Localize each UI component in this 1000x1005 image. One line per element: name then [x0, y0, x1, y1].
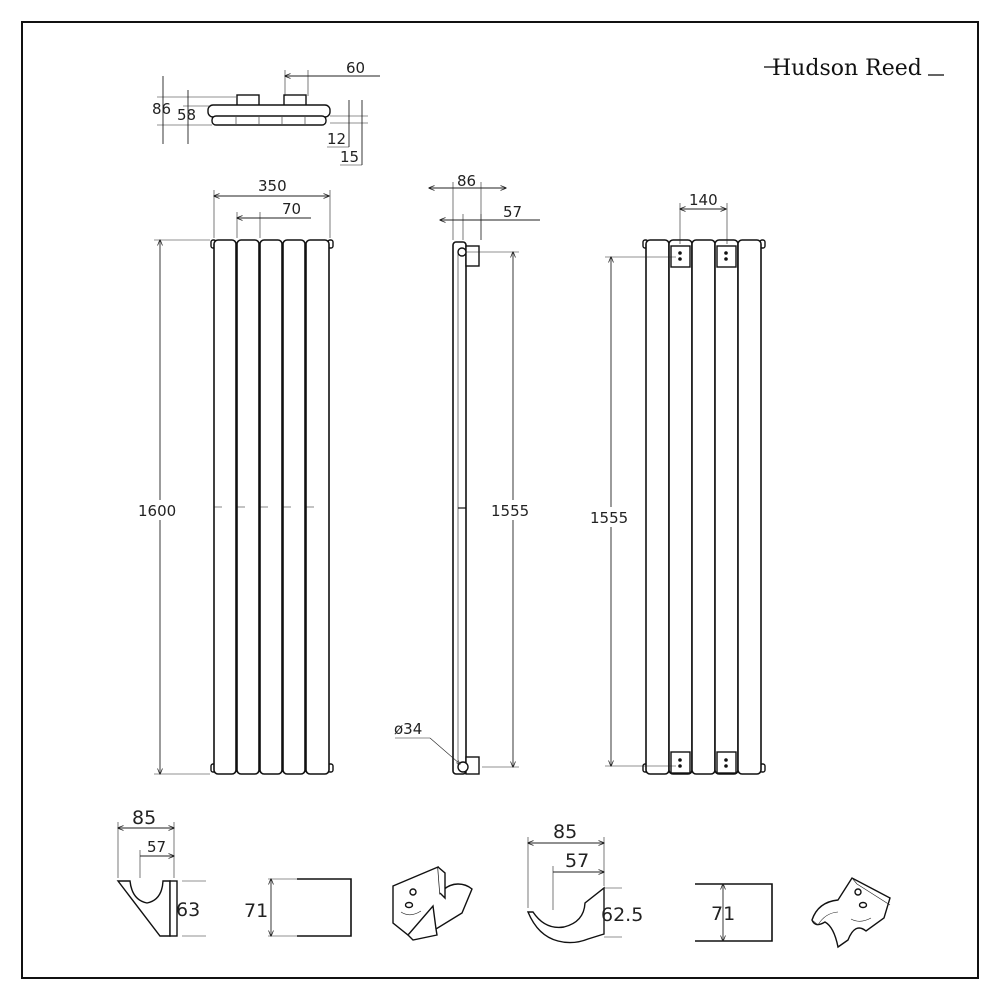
dim-top-gap-a: 12 [327, 130, 346, 148]
dim-top-depth-total: 86 [152, 100, 171, 118]
bracket-b-side: 85 57 62.5 [526, 821, 643, 944]
dim-front-width: 350 [258, 177, 287, 195]
brand-logo-text: Hudson Reed [772, 56, 922, 81]
bracket-a-plate: 71 [244, 878, 352, 937]
dim-bracket-a-plate-height: 71 [244, 900, 268, 922]
bracket-b-plate: 71 [695, 883, 773, 942]
dim-bracket-b-depth-inner: 57 [565, 850, 589, 872]
dim-bracket-b-depth-total: 85 [553, 821, 577, 843]
bracket-a-isometric [392, 865, 473, 941]
radiator-side-profile [452, 241, 480, 775]
dim-rear-height: 1555 [590, 509, 628, 527]
dim-side-depth-bracket: 57 [503, 203, 522, 221]
dim-top-depth-panel: 58 [177, 106, 196, 124]
dim-bracket-a-depth-total: 85 [132, 807, 156, 829]
dim-bracket-a-height: 63 [176, 899, 200, 921]
dim-bracket-a-depth-inner: 57 [147, 838, 166, 856]
dim-side-height: 1555 [491, 502, 529, 520]
brand-logo: Hudson Reed [764, 56, 944, 81]
dim-side-depth-total: 86 [457, 172, 476, 190]
dim-front-panel-pitch: 70 [282, 200, 301, 218]
radiator-rear-panel [642, 239, 766, 775]
bracket-a-side: 85 57 63 [116, 807, 206, 937]
rear-view: 140 1555 [588, 191, 766, 775]
front-view: 350 70 1600 [136, 177, 334, 775]
dim-rear-bracket-spacing: 140 [689, 191, 718, 209]
side-view: 86 57 1555 ø34 [394, 172, 540, 775]
bracket-b-isometric [811, 877, 891, 949]
radiator-panel [210, 239, 334, 775]
dim-top-bracket-spacing: 60 [346, 59, 365, 77]
dim-bracket-b-plate-height: 71 [711, 903, 735, 925]
top-view: 60 86 58 12 15 [152, 59, 380, 166]
dim-top-gap-b: 15 [340, 148, 359, 166]
drawing-border [21, 21, 979, 979]
dim-front-height: 1600 [138, 502, 176, 520]
dim-bracket-b-height: 62.5 [601, 904, 643, 926]
dim-side-pipe-diameter: ø34 [394, 720, 422, 738]
